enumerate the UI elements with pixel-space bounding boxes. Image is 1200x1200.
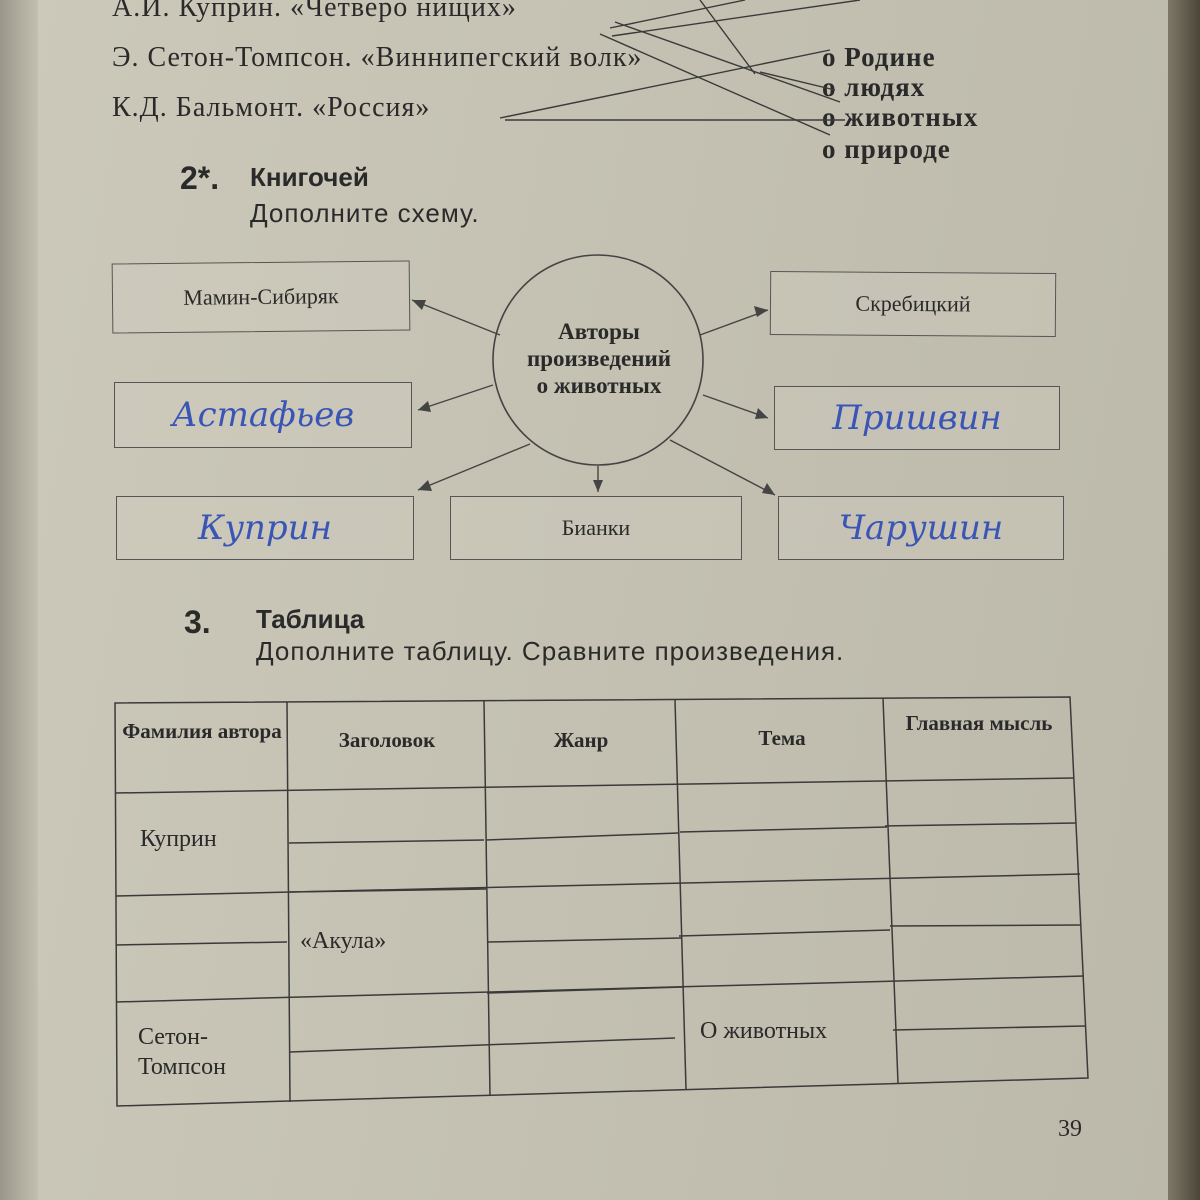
cell-theme-animals: О животных: [700, 1018, 828, 1044]
topic-animals: о животных: [822, 102, 979, 132]
page-edge: [1168, 0, 1200, 1200]
header-title: Заголовок: [338, 728, 436, 752]
handwritten-prishvin: Пришвин: [832, 398, 1002, 438]
center-line-1: Авторы: [558, 319, 640, 344]
handwritten-kuprin: Куприн: [198, 508, 332, 548]
workbook-page: А.И. Куприн. «Четверо нищих» Э. Сетон-То…: [0, 0, 1168, 1200]
box-kuprin[interactable]: Куприн: [116, 496, 414, 560]
source-balmont: К.Д. Бальмонт. «Россия»: [112, 92, 431, 123]
header-main-idea: Главная мысль: [905, 711, 1053, 735]
arrow-heads: [412, 300, 775, 495]
center-line-2: произведений: [527, 346, 671, 371]
cell-title-akula: «Акула»: [300, 928, 387, 954]
center-circle: [492, 254, 704, 466]
handwritten-charushin: Чарушин: [838, 508, 1004, 548]
box-skrebitsky: Скребицкий: [769, 271, 1057, 337]
exercise2-number: 2*.: [180, 160, 220, 196]
matching-lines: [499, 0, 861, 136]
scheme-center-label: Авторы произведений о животных: [494, 318, 704, 399]
box-bianki-label: Бианки: [561, 515, 631, 540]
source-kuprin: А.И. Куприн. «Четверо нищих»: [112, 0, 517, 23]
topic-people: о людях: [822, 72, 926, 102]
exercise2-title: Книгочей: [250, 162, 369, 192]
box-mamin-sibiryak: Мамин-Сибиряк: [111, 260, 411, 334]
box-bianki: Бианки: [450, 496, 742, 560]
center-line-3: о животных: [536, 373, 662, 398]
box-prishvin[interactable]: Пришвин: [774, 386, 1060, 450]
drawing-layer: [114, 0, 1089, 1107]
box-charushin[interactable]: Чарушин: [778, 496, 1064, 560]
source-seton: Э. Сетон-Томпсон. «Виннипегский волк»: [112, 42, 643, 73]
header-genre: Жанр: [553, 728, 609, 752]
box-mamin-label: Мамин-Сибиряк: [183, 283, 339, 310]
exercise3-title: Таблица: [256, 604, 365, 634]
box-astafiev[interactable]: Астафьев: [114, 382, 412, 448]
exercise3-instruction: Дополните таблицу. Сравните произведения…: [256, 636, 845, 666]
page-number: 39: [1058, 1116, 1082, 1142]
exercise2-instruction: Дополните схему.: [250, 198, 480, 228]
topic-nature: о природе: [822, 134, 951, 164]
table-grid: [114, 696, 1089, 1107]
header-author: Фамилия автора: [122, 719, 282, 743]
cell-author-kuprin: Куприн: [140, 826, 217, 852]
box-skrebitsky-label: Скребицкий: [855, 290, 971, 317]
exercise3-number: 3.: [184, 604, 211, 640]
page-spine: [0, 0, 38, 1200]
topic-motherland: о Родине: [822, 42, 936, 72]
handwritten-astafiev: Астафьев: [171, 395, 355, 435]
header-theme: Тема: [758, 726, 806, 750]
cell-author-seton: Сетон-Томпсон: [138, 1024, 226, 1080]
